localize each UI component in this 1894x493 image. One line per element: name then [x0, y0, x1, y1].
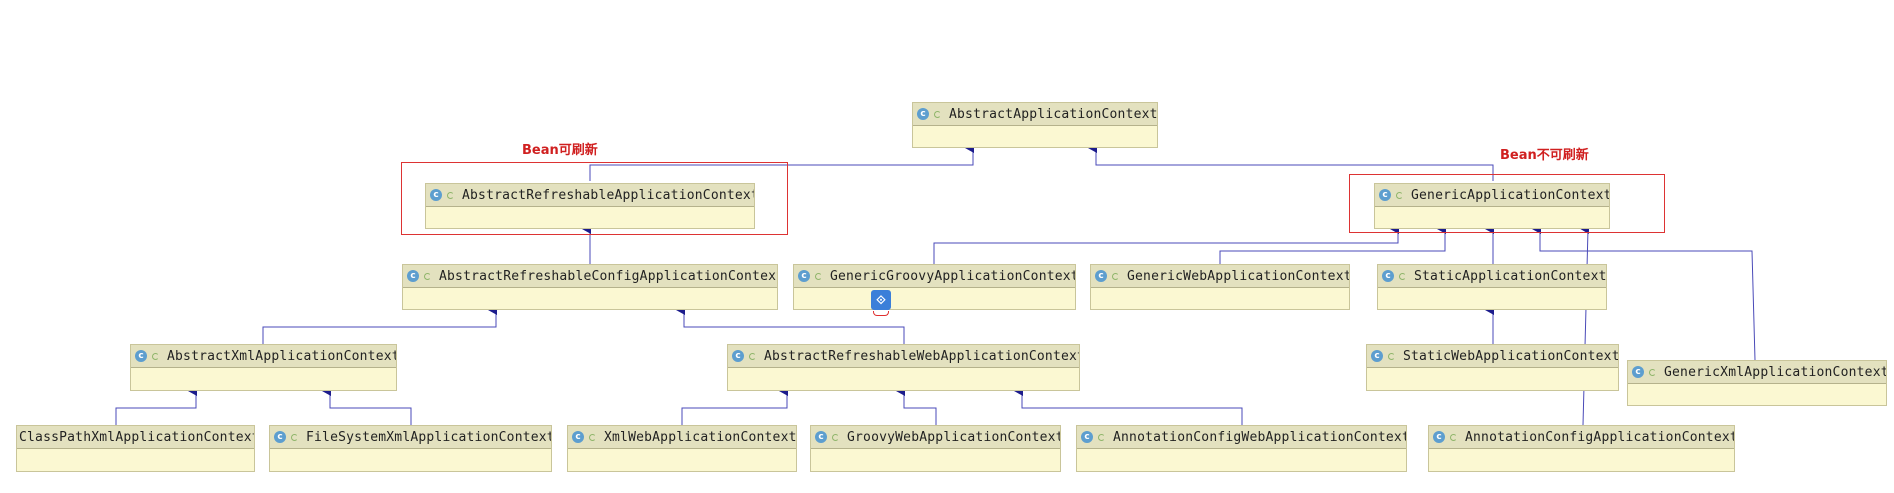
- edge-xmlweb-to-refreshable-web: [681, 386, 788, 425]
- class-name: XmlWebApplicationContext: [604, 429, 796, 445]
- edge-annotation-web-to-refreshable-web: [1014, 386, 1243, 425]
- class-icon: c: [274, 431, 286, 443]
- leaf-icon: [1096, 431, 1106, 443]
- class-node-annotation-config-application-context[interactable]: c AnnotationConfigApplicationContext: [1428, 425, 1735, 472]
- class-icon: c: [815, 431, 827, 443]
- edge-generic-to-abstract: [1088, 143, 1494, 181]
- leaf-icon: [587, 431, 597, 443]
- class-node-generic-groovy-application-context[interactable]: c GenericGroovyApplicationContext: [793, 264, 1076, 310]
- class-node-generic-application-context[interactable]: c GenericApplicationContext: [1374, 183, 1610, 229]
- class-name: GenericApplicationContext: [1411, 187, 1609, 203]
- class-name: AbstractRefreshableConfigApplicationCont…: [439, 268, 777, 284]
- edge-generic-web-to-generic: [1219, 224, 1446, 264]
- class-icon: c: [572, 431, 584, 443]
- class-icon: c: [1371, 350, 1383, 362]
- class-icon: c: [732, 350, 744, 362]
- leaf-icon: [1397, 270, 1407, 282]
- class-node-static-web-application-context[interactable]: c StaticWebApplicationContext: [1366, 344, 1619, 391]
- non-refreshable-highlight-box: [1349, 174, 1665, 233]
- refreshable-annotation: Bean可刷新: [522, 143, 598, 158]
- class-node-xml-web-application-context[interactable]: c XmlWebApplicationContext: [567, 425, 797, 472]
- edge-groovyweb-to-refreshable-web: [896, 386, 937, 425]
- edge-filesystem-to-abstract-xml: [322, 386, 412, 425]
- edge-annotation-config-to-generic: [1580, 224, 1590, 426]
- class-node-generic-web-application-context[interactable]: c GenericWebApplicationContext: [1090, 264, 1350, 310]
- class-name: GenericGroovyApplicationContext: [830, 268, 1075, 284]
- leaf-icon: [289, 431, 299, 443]
- class-name: GenericWebApplicationContext: [1127, 268, 1349, 284]
- class-name: AbstractRefreshableApplicationContext: [462, 187, 754, 203]
- leaf-icon: [830, 431, 840, 443]
- edge-generic-xml-to-generic: [1532, 224, 1756, 361]
- edge-classpath-to-abstract-xml: [115, 386, 197, 425]
- leaf-icon: [1448, 431, 1458, 443]
- class-name: GenericXmlApplicationContext: [1664, 364, 1886, 380]
- class-node-static-application-context[interactable]: c StaticApplicationContext: [1377, 264, 1607, 310]
- edge-abstract-refreshable-to-abstract: [589, 143, 974, 181]
- leaf-icon: [932, 108, 942, 120]
- class-icon: c: [917, 108, 929, 120]
- class-icon: c: [430, 189, 442, 201]
- leaf-icon: [813, 270, 823, 282]
- class-icon: c: [1382, 270, 1394, 282]
- edge-generic-groovy-to-generic: [933, 224, 1399, 264]
- leaf-icon: [747, 350, 757, 362]
- edge-abstract-xml-to-refreshable-config: [262, 305, 497, 344]
- leaf-icon: [422, 270, 432, 282]
- class-icon: c: [407, 270, 419, 282]
- class-name: StaticWebApplicationContext: [1403, 348, 1618, 364]
- leaf-icon: [445, 189, 455, 201]
- class-node-groovy-web-application-context[interactable]: c GroovyWebApplicationContext: [810, 425, 1061, 472]
- class-icon: c: [798, 270, 810, 282]
- non-refreshable-annotation: Bean不可刷新: [1500, 148, 1589, 163]
- class-name: AbstractXmlApplicationContext: [167, 348, 396, 364]
- plugin-icon[interactable]: ⟐: [871, 290, 891, 316]
- leaf-icon: [1110, 270, 1120, 282]
- class-name: ClassPathXmlApplicationContext: [19, 429, 254, 445]
- class-name: AbstractApplicationContext: [949, 106, 1157, 122]
- class-node-classpath-xml-application-context[interactable]: ClassPathXmlApplicationContext: [16, 425, 255, 472]
- class-icon: c: [1433, 431, 1445, 443]
- class-icon: c: [1379, 189, 1391, 201]
- class-node-abstract-refreshable-web-application-context[interactable]: c AbstractRefreshableWebApplicationContex…: [727, 344, 1080, 391]
- leaf-icon: [1386, 350, 1396, 362]
- class-name: AbstractRefreshableWebApplicationContext: [764, 348, 1079, 364]
- class-node-abstract-refreshable-application-context[interactable]: c AbstractRefreshableApplicationContext: [425, 183, 755, 229]
- class-node-abstract-xml-application-context[interactable]: c AbstractXmlApplicationContext: [130, 344, 397, 391]
- class-node-annotation-config-web-application-context[interactable]: c AnnotationConfigWebApplicationContext: [1076, 425, 1407, 472]
- class-node-generic-xml-application-context[interactable]: c GenericXmlApplicationContext: [1627, 360, 1887, 406]
- class-node-abstract-refreshable-config-application-context[interactable]: c AbstractRefreshableConfigApplicationCon…: [402, 264, 778, 310]
- edge-refreshable-web-to-refreshable-config: [676, 305, 905, 344]
- class-name: AnnotationConfigApplicationContext: [1465, 429, 1734, 445]
- leaf-icon: [150, 350, 160, 362]
- class-icon: c: [135, 350, 147, 362]
- class-icon: c: [1095, 270, 1107, 282]
- class-icon: c: [1632, 366, 1644, 378]
- class-node-filesystem-xml-application-context[interactable]: c FileSystemXmlApplicationContext: [269, 425, 552, 472]
- class-name: StaticApplicationContext: [1414, 268, 1606, 284]
- class-name: FileSystemXmlApplicationContext: [306, 429, 551, 445]
- class-name: AnnotationConfigWebApplicationContext: [1113, 429, 1406, 445]
- leaf-icon: [1394, 189, 1404, 201]
- refreshable-highlight-box: [401, 162, 788, 235]
- class-name: GroovyWebApplicationContext: [847, 429, 1060, 445]
- class-node-abstract-application-context[interactable]: c AbstractApplicationContext: [912, 102, 1158, 148]
- leaf-icon: [1647, 366, 1657, 378]
- class-icon: c: [1081, 431, 1093, 443]
